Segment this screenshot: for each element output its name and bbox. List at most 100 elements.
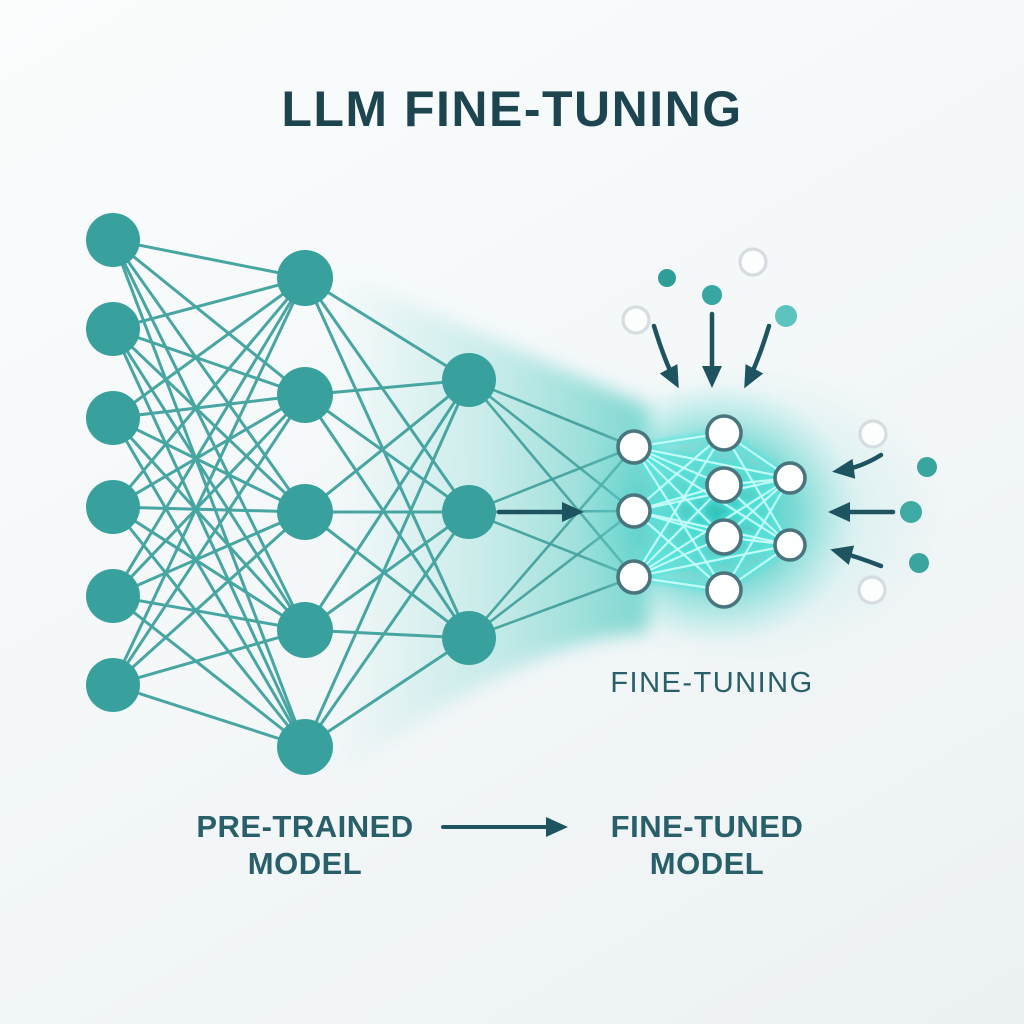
network-edge: [112, 416, 306, 514]
beam-shape: [338, 272, 648, 778]
pretrained-neuron: [86, 569, 140, 623]
network-edge: [111, 277, 307, 508]
network-edge: [111, 510, 307, 687]
finetuned-edge: [633, 510, 725, 591]
finetuned-neuron: [705, 518, 743, 556]
data-dot: [900, 501, 922, 523]
tuning-arrow: [832, 452, 884, 479]
network-edge: [111, 277, 307, 597]
finetuned-neuron: [616, 559, 652, 595]
finetuned-edge: [633, 543, 791, 579]
pretrained-neuron: [86, 302, 140, 356]
network-edge: [112, 276, 306, 331]
network-edge: [303, 277, 471, 513]
network-edge: [112, 594, 306, 632]
data-dot-ring: [738, 247, 768, 277]
pretrained-neuron: [277, 367, 333, 423]
finetuned-label-line2: MODEL: [649, 846, 765, 881]
tuning-arrow: [744, 323, 772, 389]
network-edge: [112, 594, 306, 749]
knowledge-transfer-beam: [338, 272, 648, 778]
finetuned-neuron: [616, 429, 652, 465]
pretrained-network-edges: [111, 238, 471, 749]
pretrained-neuron: [277, 250, 333, 306]
network-edge: [111, 416, 307, 632]
network-edge: [112, 628, 306, 687]
data-dot-ring: [858, 419, 888, 449]
network-edge: [304, 636, 470, 749]
tuning-arrow: [651, 323, 679, 389]
data-dot-ring: [621, 305, 651, 335]
fine-tuning-label: FINE-TUNING: [610, 667, 814, 699]
finetuned-edge: [633, 446, 725, 538]
tuning-arrows: [651, 311, 896, 569]
network-edge: [111, 394, 307, 686]
pretrained-neuron: [86, 480, 140, 534]
finetuned-neuron: [773, 461, 807, 495]
pretrained-neuron: [277, 719, 333, 775]
finetuned-edge: [633, 446, 725, 591]
tuning-arrow: [830, 545, 884, 569]
network-edge: [303, 379, 471, 631]
finetuned-neuron: [705, 571, 743, 609]
network-edge: [304, 393, 470, 514]
network-edge: [303, 277, 471, 639]
pretrained-network-nodes: [86, 213, 496, 775]
network-edge: [111, 239, 307, 513]
network-edge: [303, 511, 471, 748]
finetuned-neuron: [705, 414, 743, 452]
pretrained-neuron: [442, 611, 496, 665]
data-dot-ring: [857, 575, 887, 605]
finetuned-network-nodes: [616, 414, 807, 609]
network-edge: [112, 238, 306, 397]
pretrained-neuron: [277, 484, 333, 540]
network-edge: [112, 510, 306, 598]
finetuned-edge: [633, 432, 725, 578]
finetuned-model-label: FINE-TUNED MODEL: [547, 808, 867, 882]
network-edge: [304, 510, 470, 640]
finetuned-neuron: [616, 493, 652, 529]
pretrained-neuron: [442, 485, 496, 539]
network-edge: [304, 378, 470, 514]
network-edge: [111, 393, 307, 598]
data-dot: [917, 457, 937, 477]
finetuned-edge: [633, 484, 725, 578]
page-title: LLM FINE-TUNING: [281, 81, 743, 137]
pretrained-model-label: PRE-TRAINED MODEL: [145, 808, 465, 882]
finetuned-edge: [723, 477, 791, 591]
network-edge: [303, 394, 471, 639]
pretrained-neuron: [277, 602, 333, 658]
pretrained-neuron: [442, 353, 496, 407]
network-edge: [304, 276, 470, 382]
pretrained-neuron: [86, 658, 140, 712]
network-edge: [112, 393, 306, 420]
pretrained-neuron: [86, 391, 140, 445]
data-dot: [775, 305, 797, 327]
network-edge: [303, 379, 471, 748]
finetuned-edge: [633, 432, 725, 512]
finetuned-label-line1: FINE-TUNED: [610, 809, 804, 844]
network-edge: [304, 510, 470, 632]
data-dot: [909, 553, 929, 573]
network-edge: [112, 238, 306, 280]
network-edge: [111, 277, 307, 686]
data-dot: [658, 269, 676, 287]
network-edge: [111, 417, 307, 748]
network-edge: [111, 506, 307, 748]
network-edge: [112, 393, 306, 509]
network-edge: [112, 505, 306, 514]
pretrained-label-line1: PRE-TRAINED: [196, 809, 414, 844]
network-edge: [112, 276, 306, 420]
finetuned-neuron: [773, 528, 807, 562]
network-edge: [112, 327, 306, 397]
data-dot: [702, 285, 722, 305]
finetuned-edge: [633, 445, 791, 480]
data-dots: [621, 247, 937, 605]
finetuned-neuron: [705, 466, 743, 504]
network-edge: [112, 683, 306, 749]
finetuned-edge: [723, 432, 791, 546]
pretrained-neuron: [86, 213, 140, 267]
network-edge: [112, 505, 306, 632]
pretrained-label-line2: MODEL: [247, 846, 363, 881]
